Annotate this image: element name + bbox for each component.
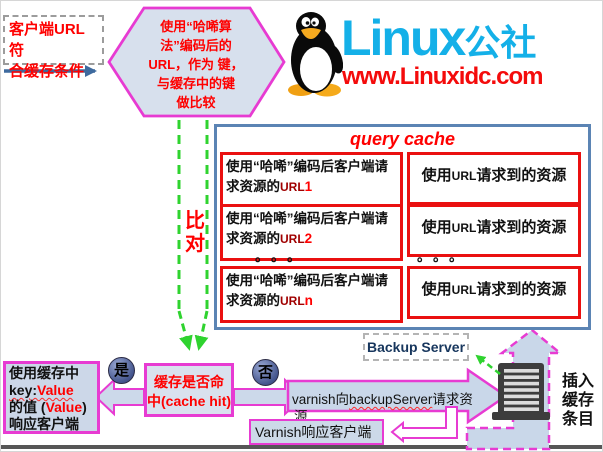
key1-url: URL: [280, 180, 305, 194]
decision-line1: 缓存是否命: [154, 374, 224, 390]
keyn-url: URL: [280, 294, 305, 308]
value2-url: URL: [451, 221, 477, 235]
client-condition-line1: 客户端URL符: [9, 21, 85, 59]
hexagon-line4: 与缓存中的键: [156, 76, 235, 91]
compare-label: 比对: [185, 210, 205, 255]
cache-hit-decision-box: 缓存是否命 中(cache hit): [144, 363, 234, 417]
no-badge: 否: [252, 359, 279, 386]
logo-brand-suffix: 公社: [464, 22, 537, 63]
key2-url: URL: [280, 232, 305, 246]
insert-line1: 插入: [561, 373, 594, 390]
key2-text: 使用“哈唏”编码后客户端请求资源的: [226, 211, 388, 246]
hash-hexagon-shape: [107, 6, 286, 118]
result-line4: 响应客户端: [9, 416, 79, 432]
client-condition-line2: 合缓存条件: [9, 63, 85, 80]
backup-server-label: Backup Server: [363, 333, 469, 361]
valuen-url: URL: [451, 283, 477, 297]
cache-value-row1: 使用URL请求到的资源: [407, 152, 581, 205]
rows-ellipsis-right: 。。。: [417, 248, 472, 264]
backend-request-text: varnish向backupServer请求资: [292, 388, 473, 408]
result-line3-post: ): [82, 399, 87, 415]
logo-site-url: www.Linuxidc.com: [342, 63, 543, 90]
result-key-value: Value: [37, 382, 74, 398]
hexagon-line5: 做比较: [176, 95, 216, 110]
yes-branch-arrow: [94, 377, 145, 417]
result-line2: key:Value: [9, 382, 94, 399]
compare-dashed-arrows: [177, 120, 209, 351]
key1-index: 1: [304, 179, 313, 194]
insert-line3: 条目: [561, 411, 594, 428]
cache-key-rown: 使用“哈唏”编码后客户端请求资源的URLn: [220, 266, 403, 323]
cache-key-row2: 使用“哈唏”编码后客户端请求资源的URL2: [220, 204, 403, 261]
cache-key-row1: 使用“哈唏”编码后客户端请求资源的URL1: [220, 152, 403, 209]
value1-url: URL: [451, 169, 477, 183]
value2-post: 请求到的资源: [476, 219, 567, 236]
cache-value-row2: 使用URL请求到的资源: [407, 204, 581, 257]
hexagon-line1: 使用“哈唏算: [160, 19, 232, 34]
server-to-backup-label-arrow: [475, 354, 501, 375]
hexagon-line3: URL，作为 键，: [148, 57, 244, 72]
value1-pre: 使用: [421, 167, 452, 184]
request-pre: varnish向: [292, 392, 350, 407]
insert-line2: 缓存: [561, 392, 594, 409]
result-line3: 的值 (Value): [9, 399, 94, 416]
valuen-post: 请求到的资源: [476, 281, 567, 298]
key1-text: 使用“哈唏”编码后客户端请求资源的: [226, 159, 388, 194]
value1-post: 请求到的资源: [476, 167, 567, 184]
response-return-arrow: [390, 406, 458, 444]
cache-value-rown: 使用URL请求到的资源: [407, 266, 581, 319]
hash-hexagon-text: 使用“哈唏算 法”编码后的 URL，作为 键， 与缓存中的键 做比较: [117, 17, 275, 112]
keyn-index: n: [304, 293, 313, 308]
keyn-text: 使用“哈唏”编码后客户端请求资源的: [226, 273, 388, 308]
backend-server-icon: [492, 363, 550, 420]
client-condition-box: 客户端URL符 合缓存条件: [3, 15, 104, 80]
bottom-edge-line: [1, 445, 602, 449]
value2-pre: 使用: [421, 219, 452, 236]
insert-cache-entry-label: 插入 缓存 条目: [560, 372, 596, 429]
valuen-pre: 使用: [421, 281, 452, 298]
request-host: backupServer: [349, 392, 433, 407]
request-post: 请求资: [432, 392, 473, 407]
result-line1: 使用缓存中: [9, 365, 79, 381]
query-cache-title: query cache: [349, 129, 456, 149]
yes-badge: 是: [108, 357, 135, 384]
key2-index: 2: [304, 231, 313, 246]
query-cache-box: query cache 使用“哈唏”编码后客户端请求资源的URL1 使用URL请…: [214, 124, 591, 330]
hexagon-line2: 法”编码后的: [160, 38, 232, 53]
tux-penguin-icon: [287, 9, 344, 97]
result-line3-pre: 的值 (: [9, 399, 46, 415]
result-line3-value: Value: [45, 399, 83, 415]
varnish-response-box: Varnish响应客户端: [249, 419, 384, 445]
cache-hit-result-box: 使用缓存中 key:Value 的值 (Value) 响应客户端: [3, 361, 100, 434]
decision-line2: 中(cache hit): [147, 393, 232, 409]
logo-wordmark: Linux公社: [341, 13, 536, 66]
logo-brand: Linux: [341, 10, 466, 66]
rows-ellipsis-left: 。。。: [255, 248, 310, 264]
result-key-label: key:: [9, 382, 38, 398]
